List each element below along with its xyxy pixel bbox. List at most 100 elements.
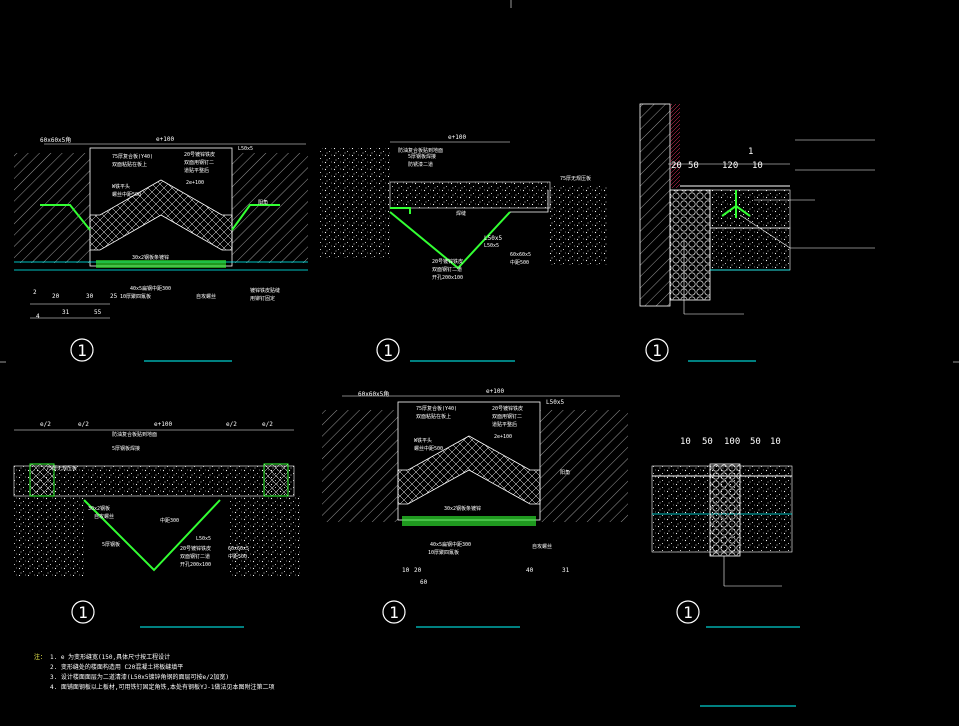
- concrete-left: [320, 148, 390, 258]
- annotation-label: 10厚聚四氟板: [120, 293, 151, 300]
- dimension-label: 1: [748, 147, 753, 157]
- filler-column: [709, 463, 741, 557]
- detail-marker: 1: [383, 341, 393, 360]
- annotation-label: 20号镀锌铁皮: [184, 151, 215, 158]
- dimension-label: 50: [750, 437, 761, 447]
- dimension-label: e+100: [448, 134, 466, 141]
- annotation-label: 40x5扁钢中距300: [430, 541, 471, 548]
- annotation-label: 中距500: [228, 553, 247, 560]
- dimension-label: 10: [402, 567, 410, 574]
- dimension-label: 55: [94, 309, 102, 316]
- annotation-label: 防油复合板贴到地面: [398, 147, 443, 154]
- dimension-label: e/2: [226, 421, 237, 428]
- dimension-label: 4: [36, 313, 40, 320]
- notes-list: 1. e 为变形缝宽(150,具体尺寸按工程设计 2. 变形缝处的楼面构造用 C…: [50, 653, 275, 693]
- annotation-label: 焊缝: [456, 210, 466, 217]
- dimension-label: 60x60x5角: [40, 136, 71, 144]
- detail-marker: 1: [683, 603, 693, 622]
- annotation-label: 20号镀锌铁皮: [492, 405, 523, 412]
- notes-label: 注：: [34, 654, 47, 661]
- dimension-label: e/2: [40, 421, 51, 428]
- filler-column: [669, 189, 711, 301]
- annotation-label: 道贴平整后: [184, 167, 209, 174]
- dimension-label: L50x5: [546, 399, 564, 406]
- annotation-label: 中距300: [160, 517, 179, 524]
- annotation-label: 75厚复合板(Y40): [112, 153, 153, 160]
- annotation-label: L50x5: [196, 536, 211, 542]
- note-item-3: 3. 设计楼面面层为二道清漆(L50x5镀锌角钢的面层可按e/2加宽): [50, 674, 229, 681]
- annotation-label: 40x5扁钢中距300: [130, 285, 171, 292]
- dimension-label: 20: [414, 567, 422, 574]
- dimension-label: 20: [52, 293, 60, 300]
- annotation-label: 20号镀锌铁皮: [180, 545, 211, 552]
- red-layer: [670, 104, 680, 188]
- detail-panel-2: 1: [320, 141, 608, 362]
- annotation-label: 30x2钢板条镀锌: [132, 254, 169, 261]
- dimension-label: 31: [62, 309, 70, 316]
- annotation-label: 2e+100: [186, 180, 204, 186]
- note-item-1: 1. e 为变形缝宽(150,具体尺寸按工程设计: [50, 654, 171, 661]
- annotation-label: W铁平头: [112, 183, 130, 190]
- dimension-label: 50: [688, 161, 699, 171]
- dimension-label: 20: [671, 161, 682, 171]
- detail-panel-1: 1: [14, 143, 308, 362]
- annotation-label: 自攻螺丝: [532, 543, 552, 550]
- annotation-label: 75厚无规压板: [560, 175, 591, 182]
- annotation-label: 60x60x5: [228, 546, 249, 552]
- detail-panel-4: 1: [13, 429, 300, 628]
- wall-hatch-right: [232, 153, 308, 263]
- annotation-label: L50x5: [484, 243, 499, 249]
- annotation-label: 30x2钢板: [88, 505, 110, 512]
- dimension-label: 31: [562, 567, 570, 574]
- dimension-label: 25: [110, 293, 118, 300]
- dimension-label: 2: [33, 289, 37, 296]
- annotation-label: W铁平头: [414, 437, 432, 444]
- annotation-label: L50x5: [238, 146, 253, 152]
- annotation-label: 螺丝中距500: [112, 191, 141, 198]
- detail-panel-6: 1: [651, 463, 800, 628]
- dimension-label: 10: [770, 437, 781, 447]
- dimension-label: 10: [680, 437, 691, 447]
- annotation-label: 双面用钢钉二: [184, 159, 214, 166]
- dimension-label: e/2: [262, 421, 273, 428]
- note-item-2: 2. 变形缝处的楼面构造用 C20混凝土将板缝填平: [50, 664, 184, 671]
- annotation-label: 自攻螺丝: [196, 293, 216, 300]
- annotation-label: 2e+100: [494, 434, 512, 440]
- annotation-label: 双面用钢钉二: [492, 413, 522, 420]
- zigzag-cover: [397, 435, 541, 505]
- annotation-layer: e+100 60x60x5角 20 30 25 31 55 2 4 75厚复合板(Y40) 双面粘贴…: [33, 134, 781, 586]
- annotation-label: 双面粘贴在板上: [416, 413, 451, 420]
- annotation-label: 自攻螺丝: [94, 513, 114, 520]
- annotation-label: 阳角: [258, 199, 268, 206]
- dimension-label: 100: [724, 437, 740, 447]
- note-item-4: 4. 面铺面钢板以上板材,可用铁钉固定角铁,本处有钢板YJ-1做法见本图附注第二…: [50, 684, 275, 691]
- dimension-label: 30: [86, 293, 94, 300]
- annotation-label: 螺丝中距500: [414, 445, 443, 452]
- concrete-right: [548, 185, 608, 265]
- detail-marker: 1: [78, 603, 88, 622]
- annotation-label: 30x2钢板条镀锌: [444, 505, 481, 512]
- wall-hatch-left: [14, 153, 90, 263]
- dimension-label: 40: [526, 567, 534, 574]
- dimension-label: e+100: [486, 388, 504, 395]
- annotation-label: 阳角: [560, 469, 570, 476]
- dimension-label: 50: [702, 437, 713, 447]
- detail-panel-5: 1: [322, 395, 628, 628]
- dimension-label: 60: [420, 579, 428, 586]
- dimension-label: e+100: [156, 136, 174, 143]
- annotation-label: 防油复合板贴到地面: [112, 431, 157, 438]
- detail-panel-3: 1: [639, 103, 875, 362]
- annotation-label: 道贴平整后: [492, 421, 517, 428]
- annotation-label: 5厚钢板焊接: [112, 445, 140, 452]
- dimension-label: 120: [722, 161, 738, 171]
- dimension-label: 10: [752, 161, 763, 171]
- annotation-label: 双面钢钉二道: [180, 553, 210, 560]
- dimension-label: 60x60x5角: [358, 390, 389, 398]
- v-flashing: [83, 499, 221, 572]
- annotation-label: 10厚聚四氟板: [428, 549, 459, 556]
- annotation-label: 60x60x5: [510, 252, 531, 258]
- annotation-label: 中距500: [510, 259, 529, 266]
- dimension-label: L50x5: [484, 235, 502, 242]
- annotation-label: 用铆钉固定: [250, 295, 275, 302]
